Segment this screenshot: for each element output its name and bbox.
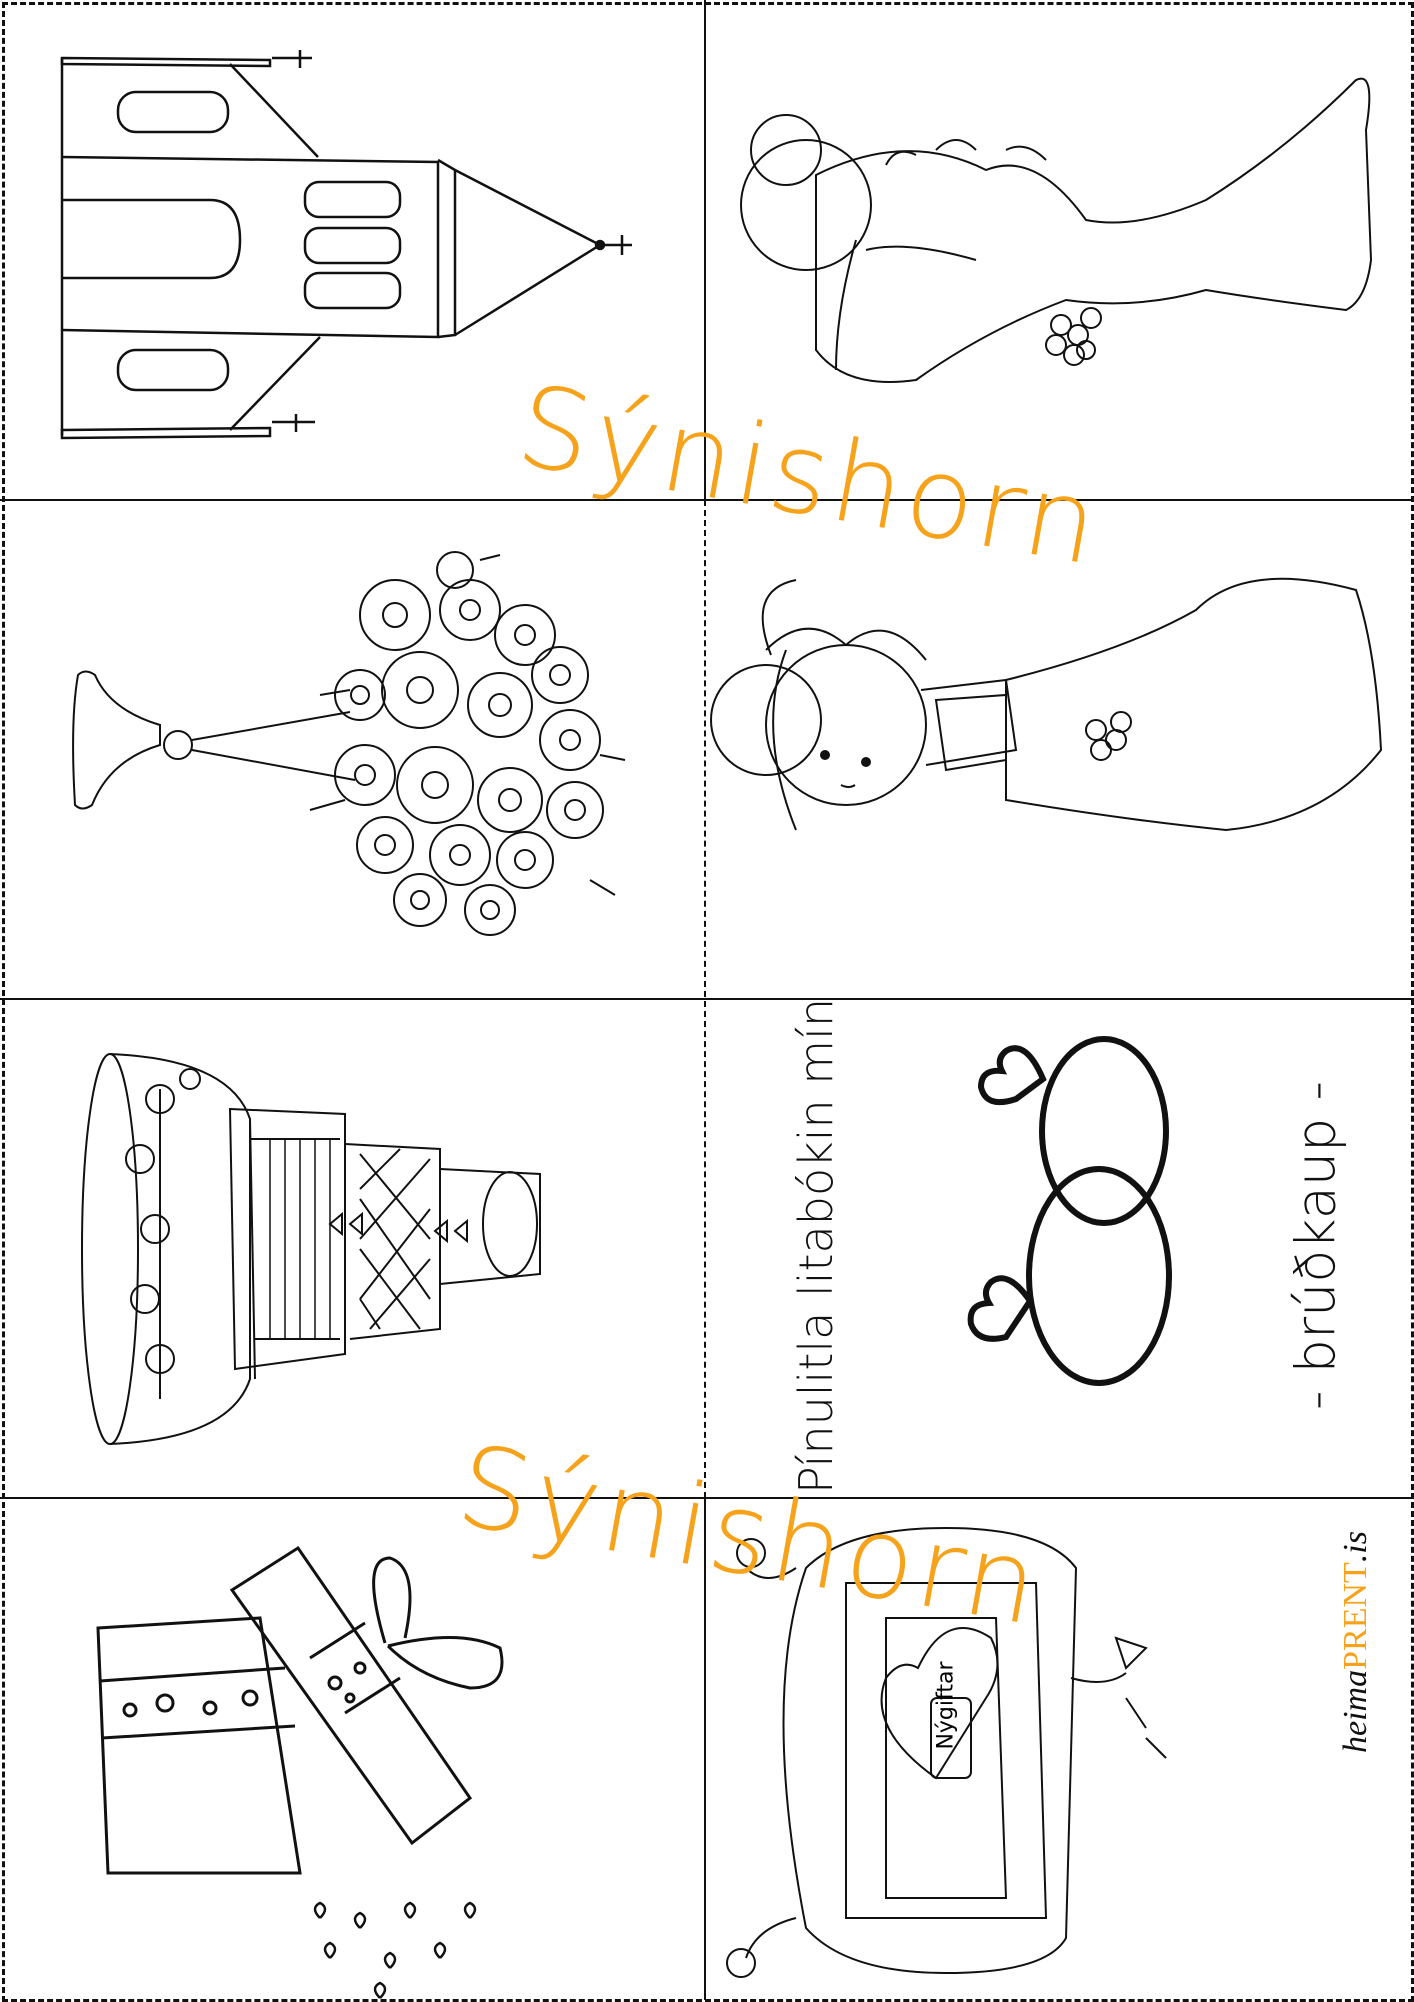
cover-subtitle: - brúðkaup - — [1284, 1081, 1348, 1410]
bride-front-illustration — [706, 500, 1414, 998]
bouquet-illustration — [0, 500, 704, 998]
cut-line — [704, 1498, 706, 2000]
cover-title: Pínulitla litabókin mín — [789, 997, 843, 1495]
brand-prefix: heima — [1337, 1669, 1374, 1753]
cover-panel: Pínulitla litabókin mín - brúðkaup - — [706, 997, 1414, 1497]
gift-box-illustration — [0, 1498, 704, 2000]
cut-line — [0, 499, 1414, 501]
wedding-car-illustration: Nýgiftar heimaPRENT.is — [706, 1498, 1414, 2000]
cut-line — [0, 1497, 1414, 1499]
wedding-cake-illustration — [0, 999, 704, 1497]
car-sign-text: Nýgiftar — [933, 1661, 959, 1750]
brand-name: PRENT — [1337, 1562, 1374, 1670]
wedding-rings-icon — [967, 1036, 1172, 1386]
church-illustration — [0, 0, 704, 499]
cut-line — [0, 998, 1414, 1000]
fold-line — [704, 500, 706, 1498]
brand-logo: heimaPRENT.is — [1337, 1512, 1375, 1772]
brand-suffix: .is — [1337, 1531, 1374, 1563]
cut-line — [704, 0, 706, 500]
bride-illustration — [706, 0, 1414, 499]
